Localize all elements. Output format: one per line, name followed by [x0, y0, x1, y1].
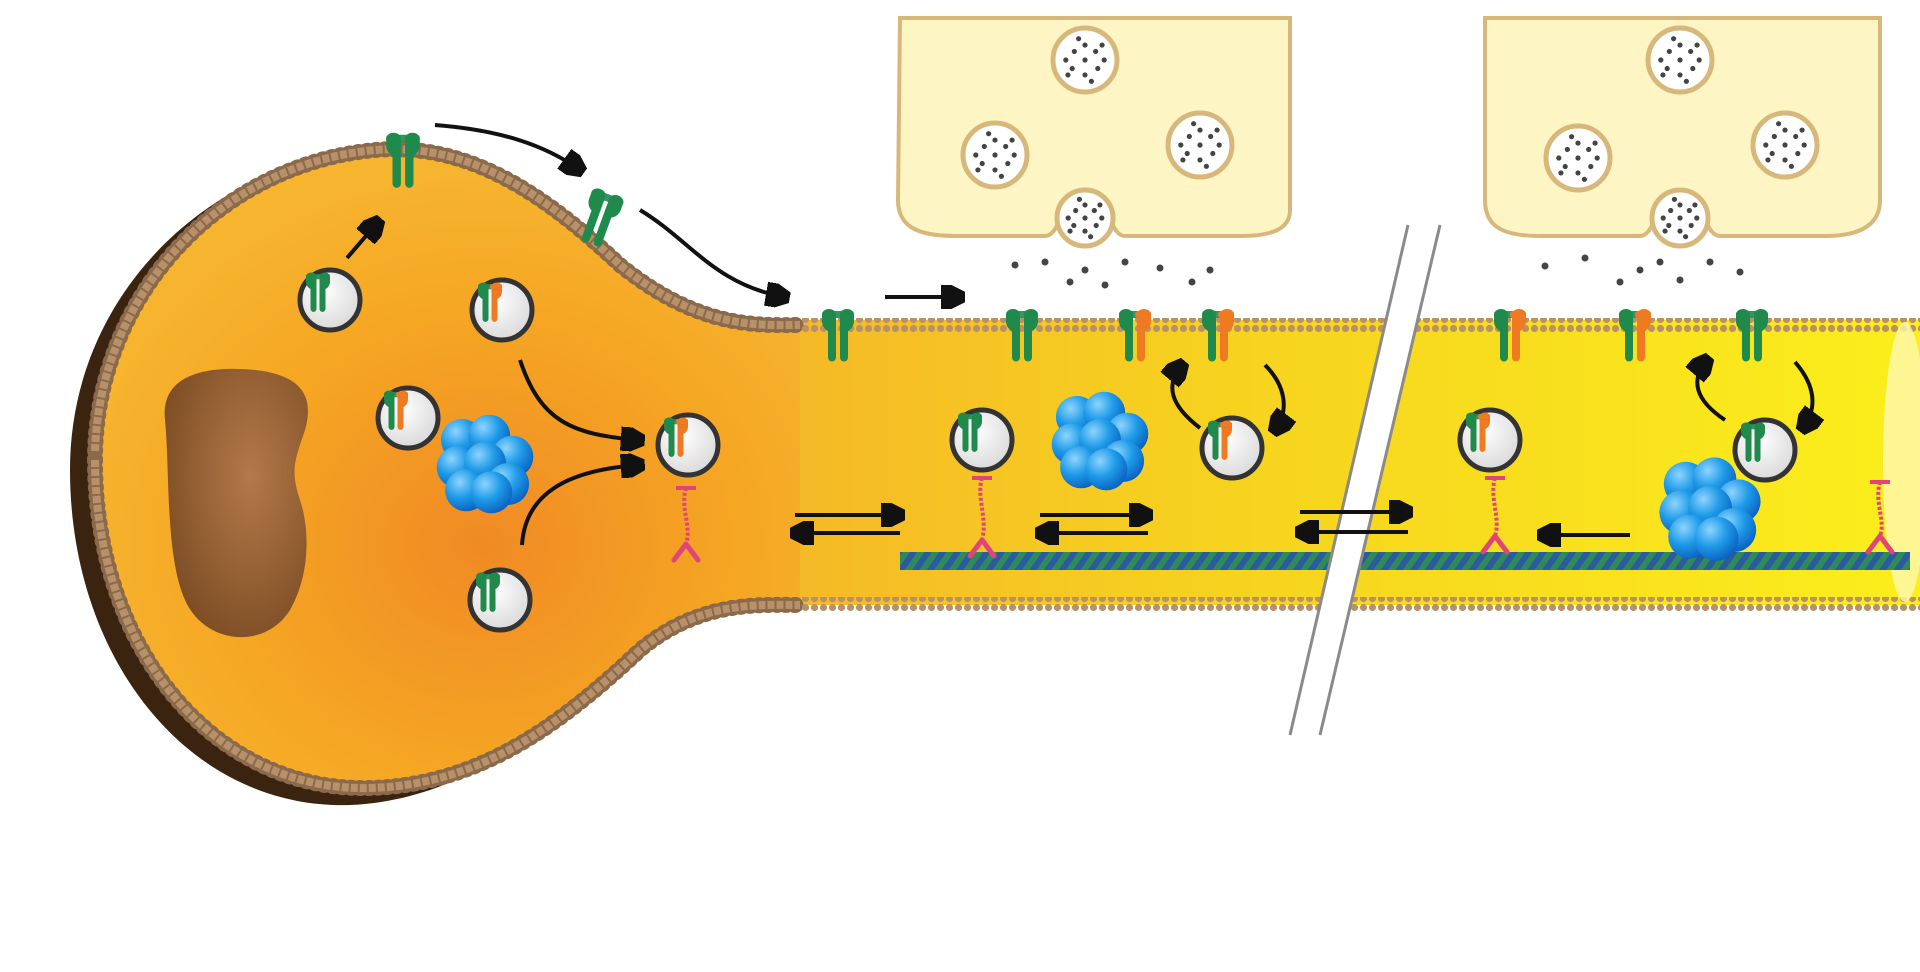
arrow-to-motor-1 [518, 359, 640, 440]
receptor-icon [1466, 412, 1490, 452]
proteasome-icon [436, 414, 534, 514]
motor-protein-icon [1480, 476, 1510, 555]
neurotransmitter [1656, 258, 1664, 266]
neurotransmitter [1676, 276, 1684, 284]
proteasome-icon [1051, 391, 1149, 491]
trafficking-arrows [345, 123, 1812, 546]
receptor-icon [958, 412, 982, 452]
vesicle-icon [1732, 417, 1798, 483]
vesicle-icon [949, 407, 1015, 473]
proteasomes [436, 391, 1761, 561]
arrow-surface-2 [638, 208, 785, 297]
receptor-icon [476, 572, 500, 612]
neurotransmitter [1011, 261, 1019, 269]
synaptic-vesicles [960, 25, 1820, 249]
synaptic-vesicle-icon [1649, 187, 1711, 249]
receptor-icon [1741, 422, 1765, 462]
motor-proteins [671, 476, 1895, 563]
neurotransmitter [1541, 262, 1549, 270]
vesicle-icon [1199, 415, 1265, 481]
receptor-icon [664, 417, 688, 457]
neurotransmitter [1206, 266, 1214, 274]
neurotransmitter [1581, 254, 1589, 262]
motor-protein-icon [967, 476, 997, 559]
receptor-icon [306, 272, 330, 312]
motor-protein-icon [1865, 480, 1895, 555]
arrow-surface-1 [434, 123, 580, 170]
arrow-to-membrane [345, 222, 378, 260]
receptor-icon [581, 188, 624, 247]
neurotransmitter [1156, 264, 1164, 272]
vesicle-icon [655, 412, 721, 478]
neurotransmitter [1636, 266, 1644, 274]
arrow-recycle-down-2 [1793, 360, 1812, 428]
receptor-vesicles [297, 267, 1798, 633]
synaptic-vesicle-icon [1750, 110, 1820, 180]
arrow-recycle-up-1 [1172, 365, 1202, 430]
receptor-icon [1119, 309, 1151, 362]
vesicle-icon [297, 267, 363, 333]
synaptic-vesicle-icon [1050, 25, 1120, 95]
membrane-receptors [386, 132, 1768, 362]
neurotransmitter [1736, 268, 1744, 276]
synaptic-vesicle-icon [960, 120, 1030, 190]
receptor-icon [822, 309, 854, 362]
vesicle-icon [469, 277, 535, 343]
receptor-icon [478, 282, 502, 322]
receptor-icon [1202, 309, 1234, 362]
neurotransmitter-dots [1011, 254, 1744, 289]
synaptic-vesicle-icon [1054, 187, 1116, 249]
receptor-icon [1619, 309, 1651, 362]
neurotransmitter [1081, 266, 1089, 274]
axon-cut-end [1883, 322, 1920, 602]
axon-break-lines [1288, 224, 1442, 736]
arrow-recycle-up-2 [1697, 360, 1727, 422]
arrow-recycle-down-1 [1263, 363, 1284, 430]
receptor-icon [1736, 309, 1768, 362]
motor-protein-icon [671, 486, 701, 563]
neurotransmitter [1706, 258, 1714, 266]
membrane [87, 141, 1920, 797]
neurotransmitter [1066, 278, 1074, 286]
neurotransmitter [1121, 258, 1129, 266]
proteasome-icon [1659, 457, 1761, 561]
neurotransmitter [1188, 278, 1196, 286]
vesicle-icon [467, 567, 533, 633]
vesicle-icon [1457, 407, 1523, 473]
synaptic-vesicle-icon [1543, 123, 1613, 193]
synaptic-vesicle-icon [1645, 25, 1715, 95]
vesicle-icon [375, 385, 441, 451]
receptor-icon [386, 132, 420, 188]
receptor-icon [1208, 420, 1232, 460]
receptor-icon [1494, 309, 1526, 362]
arrow-to-motor-2 [520, 465, 640, 546]
receptor-icon [384, 390, 408, 430]
receptor-icon [1006, 309, 1038, 362]
nucleus-icon [164, 368, 308, 638]
neurotransmitter [1041, 258, 1049, 266]
neurotransmitter [1101, 281, 1109, 289]
microtubule [900, 552, 1910, 570]
synaptic-vesicle-icon [1165, 110, 1235, 180]
neurotransmitter [1616, 278, 1624, 286]
